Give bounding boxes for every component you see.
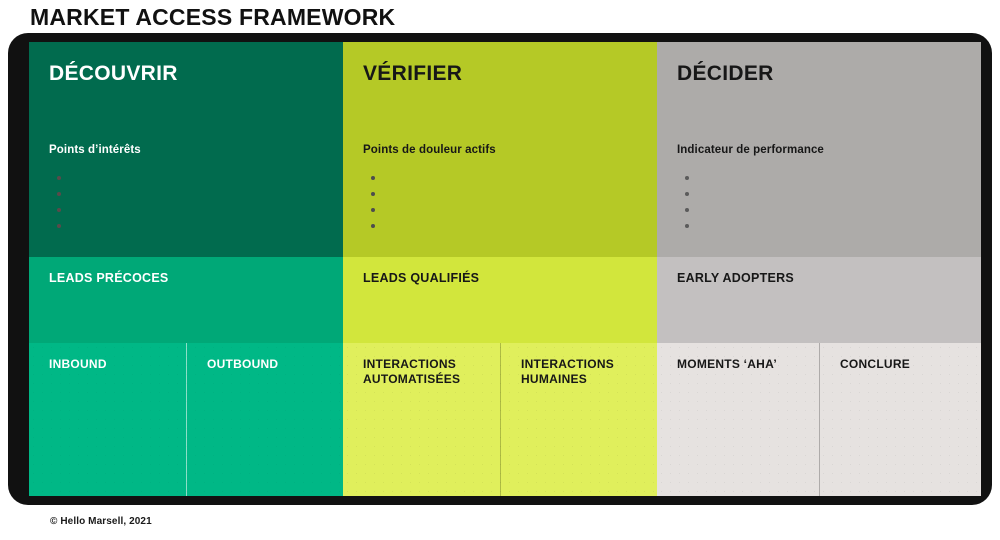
bullet-dot-icon xyxy=(371,175,375,180)
band-label-leads-precoces: LEADS PRÉCOCES xyxy=(49,271,169,285)
subcell-inbound: INBOUND xyxy=(29,343,186,496)
list-item xyxy=(685,170,689,186)
bullet-list-decide xyxy=(685,170,689,234)
lead-band-row: LEADS PRÉCOCES LEADS QUALIFIÉS EARLY ADO… xyxy=(29,257,981,343)
bullet-list-discover xyxy=(57,170,61,234)
tactics-discover: INBOUND OUTBOUND xyxy=(29,343,343,496)
list-item xyxy=(371,202,375,218)
bullet-dot-icon xyxy=(685,175,689,180)
sub-label-interactions-automatisees: INTERACTIONS AUTOMATISÉES xyxy=(363,357,461,386)
framework-board: DÉCOUVRIR Points d’intérêts VÉRIFIER Poi… xyxy=(29,42,981,496)
list-item xyxy=(371,218,375,234)
bullet-dot-icon xyxy=(57,175,61,180)
list-item xyxy=(57,170,61,186)
subcell-outbound: OUTBOUND xyxy=(186,343,343,496)
list-item xyxy=(371,170,375,186)
column-discover-top: DÉCOUVRIR Points d’intérêts xyxy=(29,42,343,257)
sub-label-outbound: OUTBOUND xyxy=(207,357,279,371)
list-item xyxy=(57,186,61,202)
sub-label-moments-aha: MOMENTS ‘AHA’ xyxy=(677,357,777,371)
band-decide: EARLY ADOPTERS xyxy=(657,257,981,343)
bullet-list-verify xyxy=(371,170,375,234)
subcell-interactions-automatisees: INTERACTIONS AUTOMATISÉES xyxy=(343,343,500,496)
sub-label-conclure: CONCLURE xyxy=(840,357,910,371)
list-item xyxy=(685,202,689,218)
band-verify: LEADS QUALIFIÉS xyxy=(343,257,657,343)
list-item xyxy=(57,218,61,234)
subcolumn-group-verify: INTERACTIONS AUTOMATISÉES INTERACTIONS H… xyxy=(343,343,657,496)
bullet-dot-icon xyxy=(685,207,689,212)
block-heading-decide: Indicateur de performance xyxy=(677,144,824,156)
subcell-moments-aha: MOMENTS ‘AHA’ xyxy=(657,343,819,496)
bullet-dot-icon xyxy=(371,191,375,196)
subcolumn-group-discover: INBOUND OUTBOUND xyxy=(29,343,343,496)
tactics-verify: INTERACTIONS AUTOMATISÉES INTERACTIONS H… xyxy=(343,343,657,496)
subcell-interactions-humaines: INTERACTIONS HUMAINES xyxy=(500,343,657,496)
copyright-footer: © Hello Marsell, 2021 xyxy=(50,516,152,527)
bullet-dot-icon xyxy=(371,207,375,212)
device-frame: DÉCOUVRIR Points d’intérêts VÉRIFIER Poi… xyxy=(8,33,992,505)
bullet-dot-icon xyxy=(57,191,61,196)
bullet-dot-icon xyxy=(685,223,689,228)
subcell-conclure: CONCLURE xyxy=(819,343,981,496)
stage-title-discover: DÉCOUVRIR xyxy=(49,62,178,85)
column-verify-top: VÉRIFIER Points de douleur actifs xyxy=(343,42,657,257)
bullet-dot-icon xyxy=(57,207,61,212)
block-heading-discover: Points d’intérêts xyxy=(49,144,141,156)
band-label-early-adopters: EARLY ADOPTERS xyxy=(677,271,794,285)
stage-header-row: DÉCOUVRIR Points d’intérêts VÉRIFIER Poi… xyxy=(29,42,981,257)
tactics-row: INBOUND OUTBOUND INTERACTIONS AUTOMATISÉ… xyxy=(29,343,981,496)
sub-label-interactions-humaines: INTERACTIONS HUMAINES xyxy=(521,357,614,386)
block-heading-verify: Points de douleur actifs xyxy=(363,144,496,156)
subcolumn-group-decide: MOMENTS ‘AHA’ CONCLURE xyxy=(657,343,981,496)
bullet-dot-icon xyxy=(371,223,375,228)
sub-label-inbound: INBOUND xyxy=(49,357,107,371)
column-decide-top: DÉCIDER Indicateur de performance xyxy=(657,42,981,257)
stage-title-verify: VÉRIFIER xyxy=(363,62,463,85)
page-title: MARKET ACCESS FRAMEWORK xyxy=(30,4,396,30)
list-item xyxy=(685,186,689,202)
bullet-dot-icon xyxy=(685,191,689,196)
stage-title-decide: DÉCIDER xyxy=(677,62,774,85)
bullet-dot-icon xyxy=(57,223,61,228)
list-item xyxy=(371,186,375,202)
tactics-decide: MOMENTS ‘AHA’ CONCLURE xyxy=(657,343,981,496)
list-item xyxy=(685,218,689,234)
list-item xyxy=(57,202,61,218)
band-discover: LEADS PRÉCOCES xyxy=(29,257,343,343)
band-label-leads-qualifies: LEADS QUALIFIÉS xyxy=(363,271,480,285)
